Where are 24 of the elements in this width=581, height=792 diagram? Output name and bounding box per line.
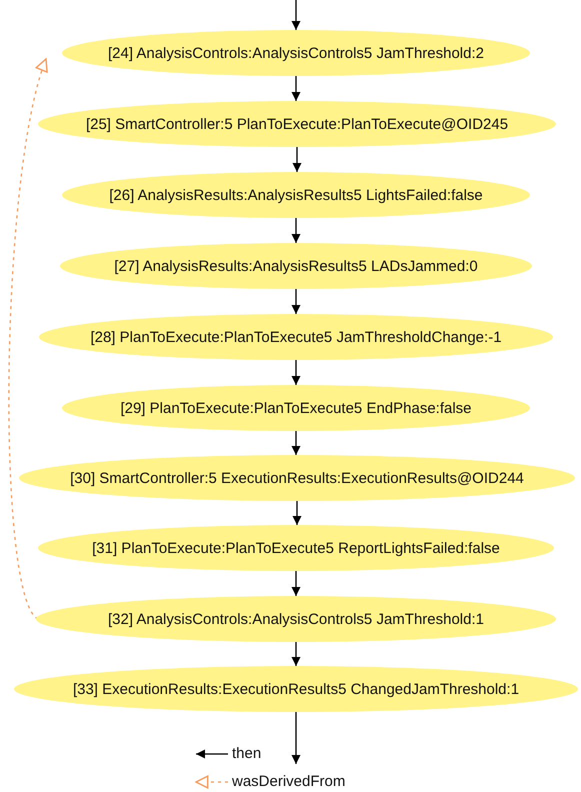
arrow: [292, 642, 300, 666]
dashed-arrow: [8, 58, 49, 620]
node-text: [29] PlanToExecute:PlanToExecute5 EndPhase:false: [120, 400, 472, 416]
arrow: [292, 571, 300, 596]
arrow: [292, 431, 300, 455]
node-text: [25] SmartController:5 PlanToExecute:PlanToExecute@OID245: [86, 116, 508, 132]
node-text: [31] PlanToExecute:PlanToExecute5 ReportLightsFailed:false: [92, 540, 500, 556]
legend-text: wasDerivedFrom: [232, 773, 346, 790]
node-text: [27] AnalysisResults:AnalysisResults5 LADsJammed:0: [114, 258, 478, 274]
arrow: [292, 712, 300, 764]
arrow: [292, 289, 300, 314]
node-text: [28] PlanToExecute:PlanToExecute5 JamThresholdChange:-1: [90, 328, 502, 346]
node-text: [30] SmartController:5 ExecutionResults:ExecutionResults@OID244: [70, 470, 524, 486]
node-text: [26] AnalysisResults:AnalysisResults5 LightsFailed:false: [109, 186, 483, 204]
arrow: [292, 360, 300, 385]
legend-text: then: [232, 745, 262, 762]
arrow: [292, 147, 302, 172]
arrow: [292, 218, 300, 243]
arrow: [292, 76, 300, 101]
node-text: [24] AnalysisControls:AnalysisControls5 JamThreshold:2: [108, 44, 484, 62]
arrow: [292, 0, 300, 30]
node-text: [32] AnalysisControls:AnalysisControls5 JamThreshold:1: [108, 610, 484, 628]
node-text: [33] ExecutionResults:ExecutionResults5 ChangedJamThreshold:1: [72, 680, 520, 698]
arrow: [292, 501, 302, 525]
